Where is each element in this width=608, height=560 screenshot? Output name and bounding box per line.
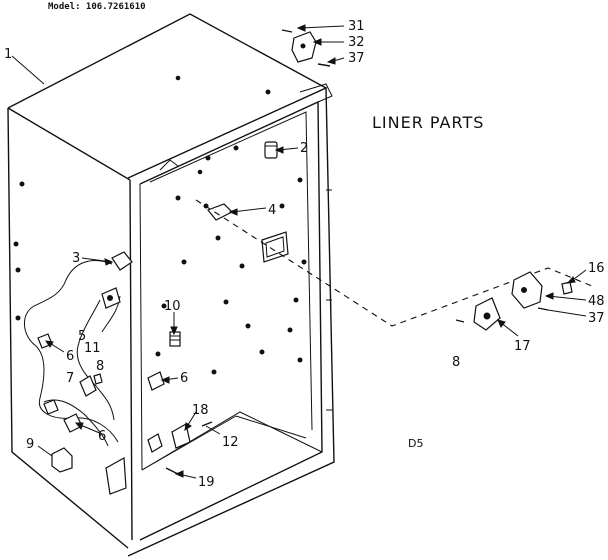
cabinet-liner [7,13,335,557]
part-10-cap [169,331,181,347]
part-3-light-socket [111,251,133,271]
callout-8-right: 8 [452,355,460,370]
callout-6-left: 6 [66,349,74,364]
callout-9: 9 [26,437,34,452]
callout-31: 31 [348,19,365,34]
part-11-lamp [79,375,97,397]
callout-6-interior: 6 [180,371,188,386]
model-number: Model: 106.7261610 [48,2,146,12]
part-19-screw [165,467,179,475]
callout-4: 4 [268,203,276,218]
bottom-hinge-assembly [195,199,593,331]
callout-32: 32 [348,35,365,50]
part-drain-bracket [105,457,127,495]
part-6-clip-upper [147,371,165,391]
part-8-screw [93,373,103,385]
top-hinge-assembly [281,29,331,67]
callout-1: 1 [4,47,12,62]
part-12-screw [201,421,213,427]
diagram-title: LINER PARTS [372,113,484,132]
part-6-clip-lower [147,433,163,453]
callout-48: 48 [588,294,605,309]
callout-19: 19 [198,475,215,490]
callout-16: 16 [588,261,605,276]
callout-12: 12 [222,435,239,450]
callout-5: 5 [78,329,86,344]
part-4-shelf-support [207,203,234,221]
part-5-switch [101,287,121,309]
callout-8-left: 8 [96,359,104,374]
callout-17: 17 [514,339,531,354]
callout-6-lower: 6 [98,429,106,444]
callout-7: 7 [66,371,74,386]
part-9-block [51,447,73,473]
callout-11: 11 [84,341,101,356]
leader-lines [11,24,587,479]
callout-18: 18 [192,403,209,418]
callout-2: 2 [300,141,308,156]
callout-10: 10 [164,299,181,314]
part-7-terminal [43,399,59,415]
callout-labels: 1 2 3 4 5 6 6 6 7 8 8 9 10 11 12 16 17 1… [4,19,605,490]
callout-3: 3 [72,251,80,266]
callout-37-top: 37 [348,51,365,66]
callout-37-right: 37 [588,311,605,326]
page-code: D5 [408,437,423,450]
